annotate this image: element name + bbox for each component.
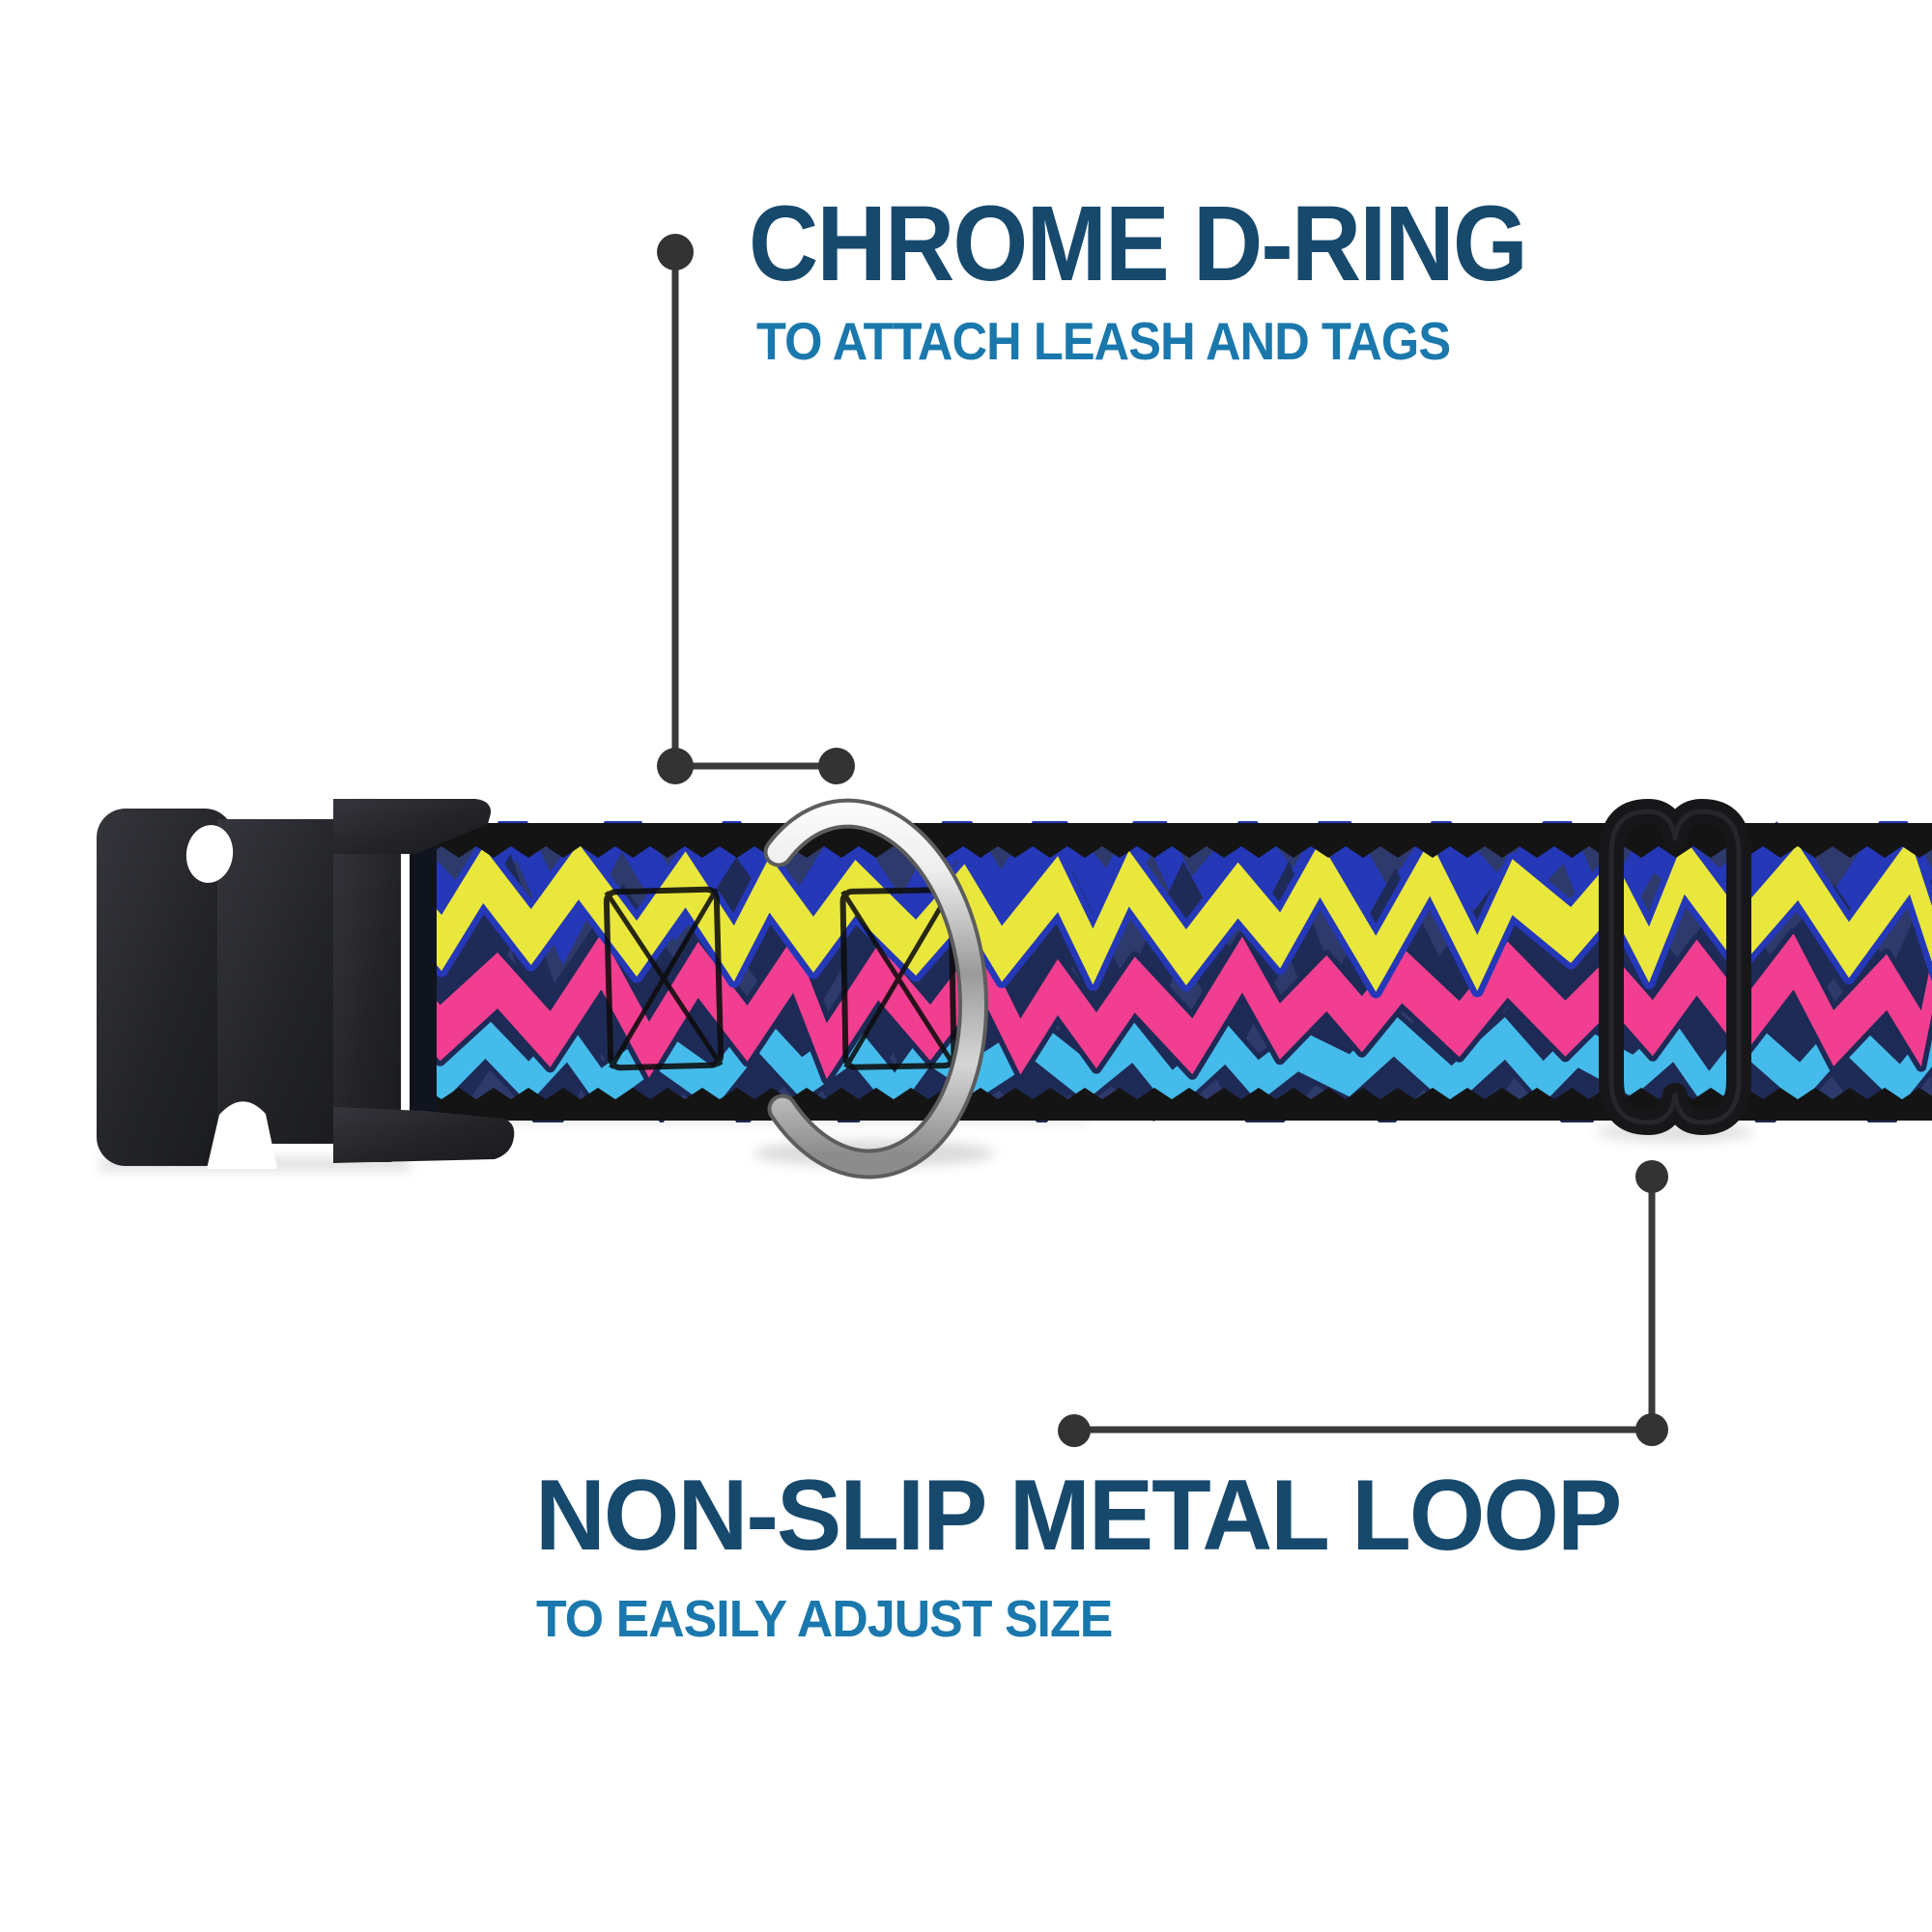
- bottom-callout-dot-target: [1635, 1160, 1668, 1193]
- bottom-callout-dot-label: [1058, 1414, 1091, 1447]
- top-callout-title: CHROME D-RING: [749, 185, 1528, 303]
- stitch-boxes: [603, 886, 957, 1071]
- bottom-callout-subtitle: TO EASILY ADJUST SIZE: [536, 1590, 1113, 1648]
- bottom-callout-dot-corner: [1635, 1413, 1668, 1446]
- chevron-pattern-strap: [410, 821, 1932, 1122]
- top-callout-subtitle: TO ATTACH LEASH AND TAGS: [756, 311, 1451, 371]
- bottom-callout-title: NON-SLIP METAL LOOP: [535, 1460, 1622, 1572]
- top-callout-dot-corner: [657, 748, 694, 784]
- chrome-d-ring-icon: [763, 798, 988, 1179]
- non-slip-metal-loop-icon: [1599, 799, 1751, 1135]
- callout-connectors: [657, 234, 1668, 1447]
- side-release-buckle-icon: [97, 799, 515, 1169]
- top-callout-dot-target: [818, 748, 855, 784]
- top-callout-dot-label: [657, 234, 694, 270]
